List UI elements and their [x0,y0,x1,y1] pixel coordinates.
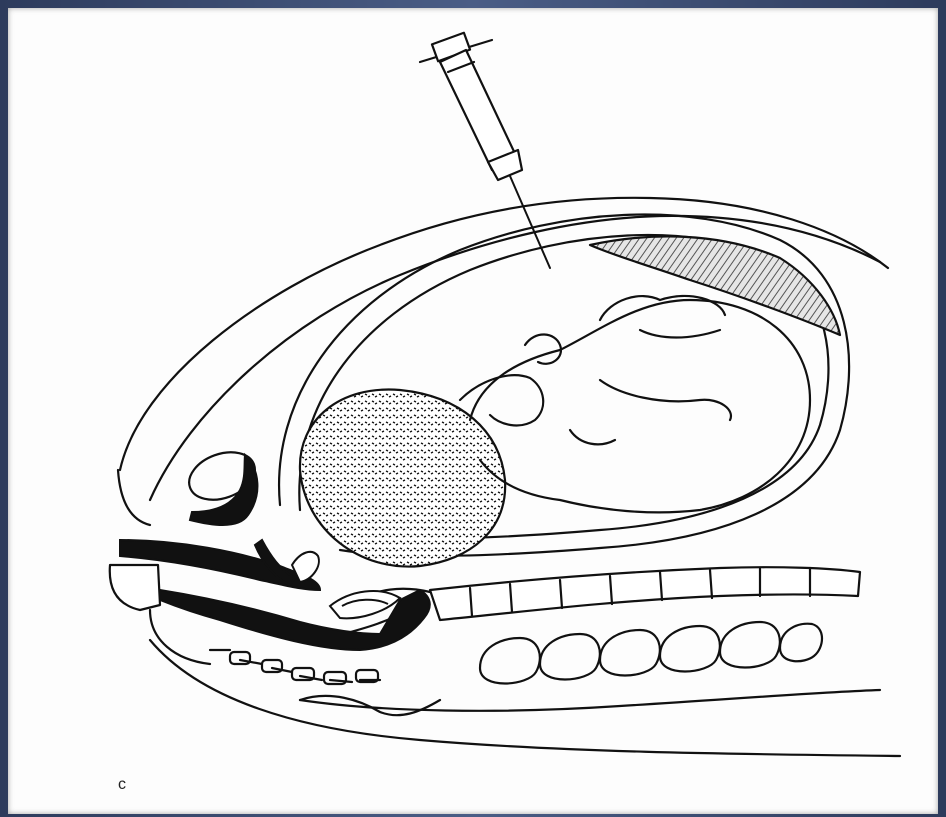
fetal-head [300,390,505,567]
back-contour [150,640,900,756]
fetal-body [470,300,810,512]
figure-panel-label: c [118,776,126,794]
placenta [590,236,840,335]
spine [430,567,860,683]
